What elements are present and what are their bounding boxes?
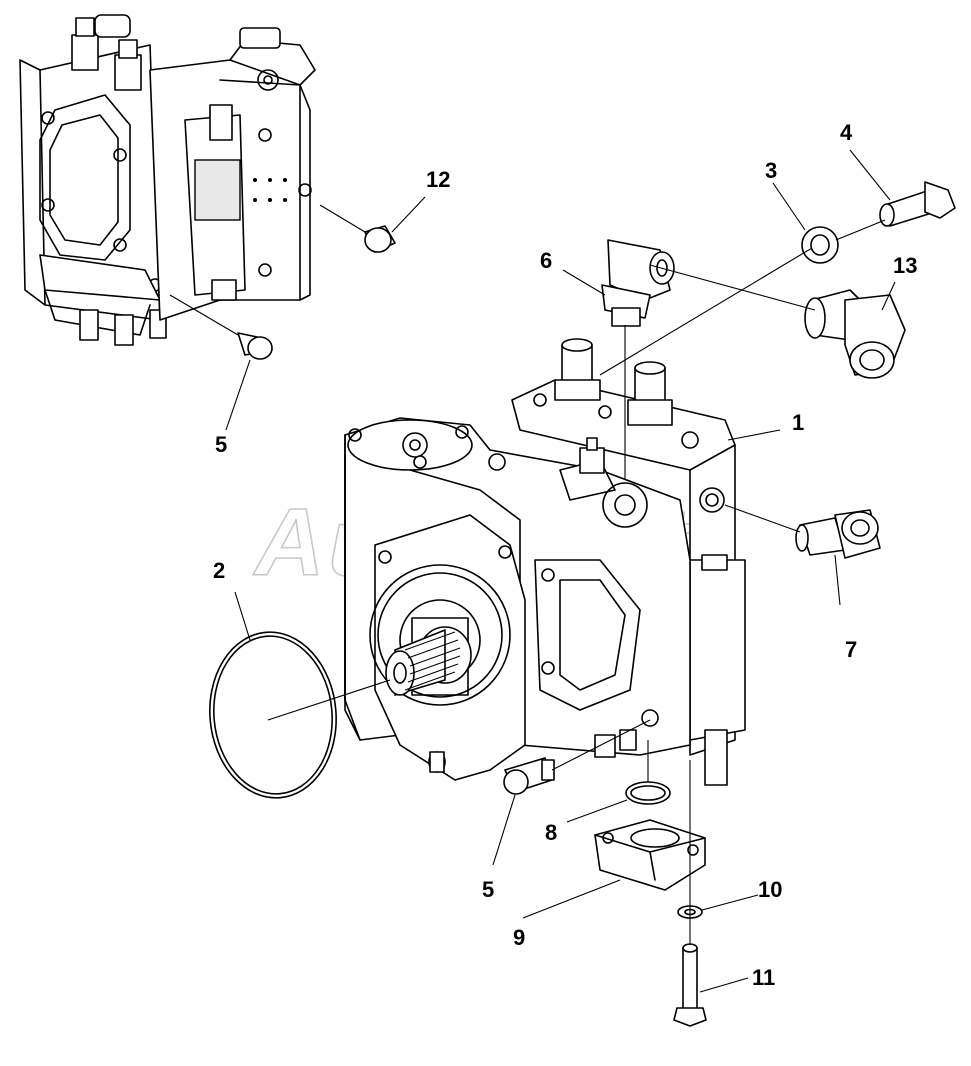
callout-12: 12	[426, 167, 450, 192]
callout-11: 11	[752, 965, 775, 990]
callout-10: 10	[758, 877, 782, 902]
callout-2: 2	[213, 558, 225, 583]
plug-part-5-upper	[237, 332, 273, 360]
callout-3: 3	[765, 158, 777, 183]
washer-part-3	[801, 226, 839, 264]
callout-4: 4	[840, 120, 853, 145]
callout-5-upper: 5	[215, 432, 227, 457]
elbow-fitting-part-6	[601, 239, 675, 327]
bolt-part-11	[673, 943, 707, 1027]
o-ring-large	[209, 631, 337, 799]
plug-part-5-lower	[503, 757, 555, 795]
bolt-part-4	[879, 181, 956, 227]
callout-9: 9	[513, 925, 525, 950]
fitting-part-7	[795, 509, 881, 559]
flange-part-9	[594, 819, 706, 891]
callout-1: 1	[792, 410, 804, 435]
callout-13: 13	[893, 253, 917, 278]
callout-8: 8	[545, 820, 557, 845]
angle-fitting-part-13	[804, 289, 906, 379]
o-ring-part-8	[625, 781, 671, 805]
callout-6: 6	[540, 248, 552, 273]
pump-assembly	[344, 338, 746, 786]
plug-part-12	[364, 225, 396, 253]
callout-7: 7	[845, 637, 857, 662]
callout-5-lower: 5	[482, 877, 494, 902]
pump-rear-view	[19, 14, 316, 346]
leader-lines	[169, 149, 896, 993]
callout-labels: 1 2 3 4 5 5 6 7 8 9 10 11 12 13	[213, 120, 917, 990]
